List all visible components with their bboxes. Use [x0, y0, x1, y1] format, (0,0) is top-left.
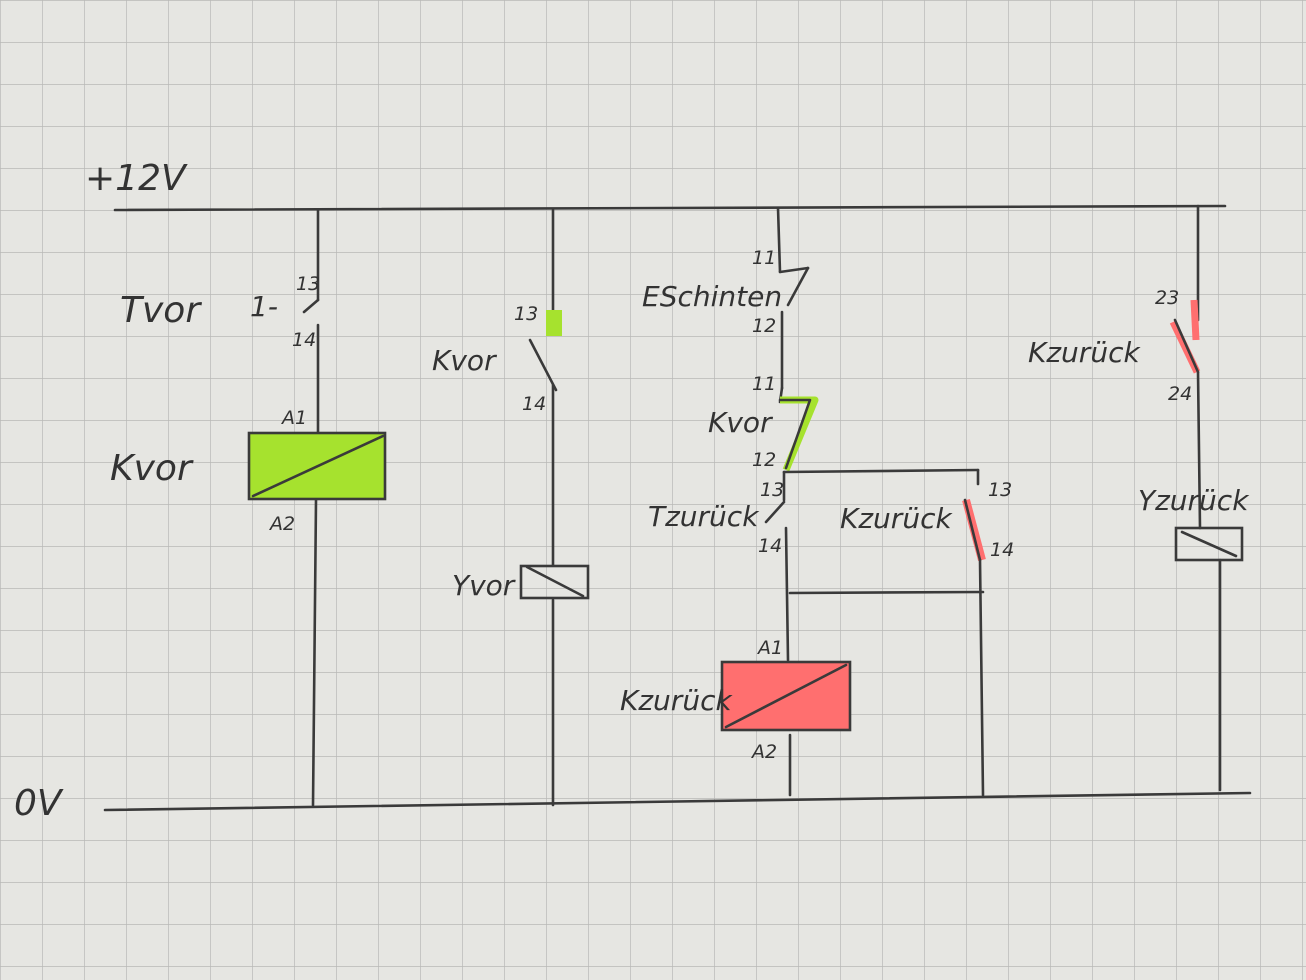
kzuruck-selfhold-label: Kzurück: [840, 502, 953, 535]
yzuruck-valve-label: Yzurück: [1138, 484, 1250, 517]
tzuruck-label: Tzurück: [648, 500, 760, 533]
branch-yvor-valve: 13 14 Kvor Yvor: [432, 208, 590, 807]
branch-kzuruck-coil: 11 12 ESchinten 11 12 Kvor 13 14 Tzurück…: [620, 206, 1014, 797]
tvor-pin-top: 13: [296, 273, 320, 295]
kzuruck-selfhold-pin-top: 13: [988, 479, 1012, 501]
yvor-valve-label: Yvor: [452, 569, 516, 602]
kzuruck-contact-pin-top: 23: [1155, 287, 1179, 309]
kvor-nc-label: Kvor: [708, 406, 773, 439]
kvor-contact-highlight: [546, 310, 562, 336]
kzuruck-selfhold-pin-bottom: 14: [990, 539, 1014, 561]
kzuruck-contact-label: Kzurück: [1028, 336, 1141, 369]
branch-kvor-coil: 1- Tvor 13 14 A1 A2 Kvor: [110, 208, 387, 807]
kzuruck-coil-pin-bottom: A2: [750, 741, 777, 763]
yvor-valve: [519, 564, 590, 600]
kvor-coil-pin-bottom: A2: [268, 513, 295, 535]
branch-yzuruck-valve: 23 24 Kzurück Yzurück: [1028, 204, 1250, 792]
eschinten-pin-top: 11: [752, 247, 776, 269]
eschinten-label: ESchinten: [642, 280, 782, 313]
kvor-contact-pin-bottom: 14: [522, 393, 546, 415]
tvor-mark: 1-: [250, 290, 278, 323]
tzuruck-pin-top: 13: [760, 479, 784, 501]
kvor-nc-pin-bottom: 12: [752, 449, 776, 471]
tvor-label: Tvor: [120, 290, 202, 331]
kzuruck-coil-pin-top: A1: [756, 637, 783, 659]
supply-rail: +12V: [85, 158, 1227, 212]
kzuruck-contact-pin-bottom: 24: [1168, 383, 1192, 405]
kvor-nc-pin-top: 11: [752, 373, 776, 395]
tvor-pin-bottom: 14: [292, 329, 316, 351]
kvor-contact-label: Kvor: [432, 344, 497, 377]
kvor-coil-pin-top: A1: [280, 407, 307, 429]
supply-rail-label: +12V: [85, 158, 188, 199]
ground-rail-label: 0V: [14, 783, 64, 824]
kzuruck-coil-label: Kzurück: [620, 684, 733, 717]
tzuruck-pin-bottom: 14: [758, 535, 782, 557]
eschinten-pin-bottom: 12: [752, 315, 776, 337]
ground-rail: 0V: [14, 783, 1252, 824]
kvor-contact-pin-top: 13: [514, 303, 538, 325]
yzuruck-valve: [1174, 526, 1244, 562]
kvor-coil-label: Kvor: [110, 448, 194, 489]
